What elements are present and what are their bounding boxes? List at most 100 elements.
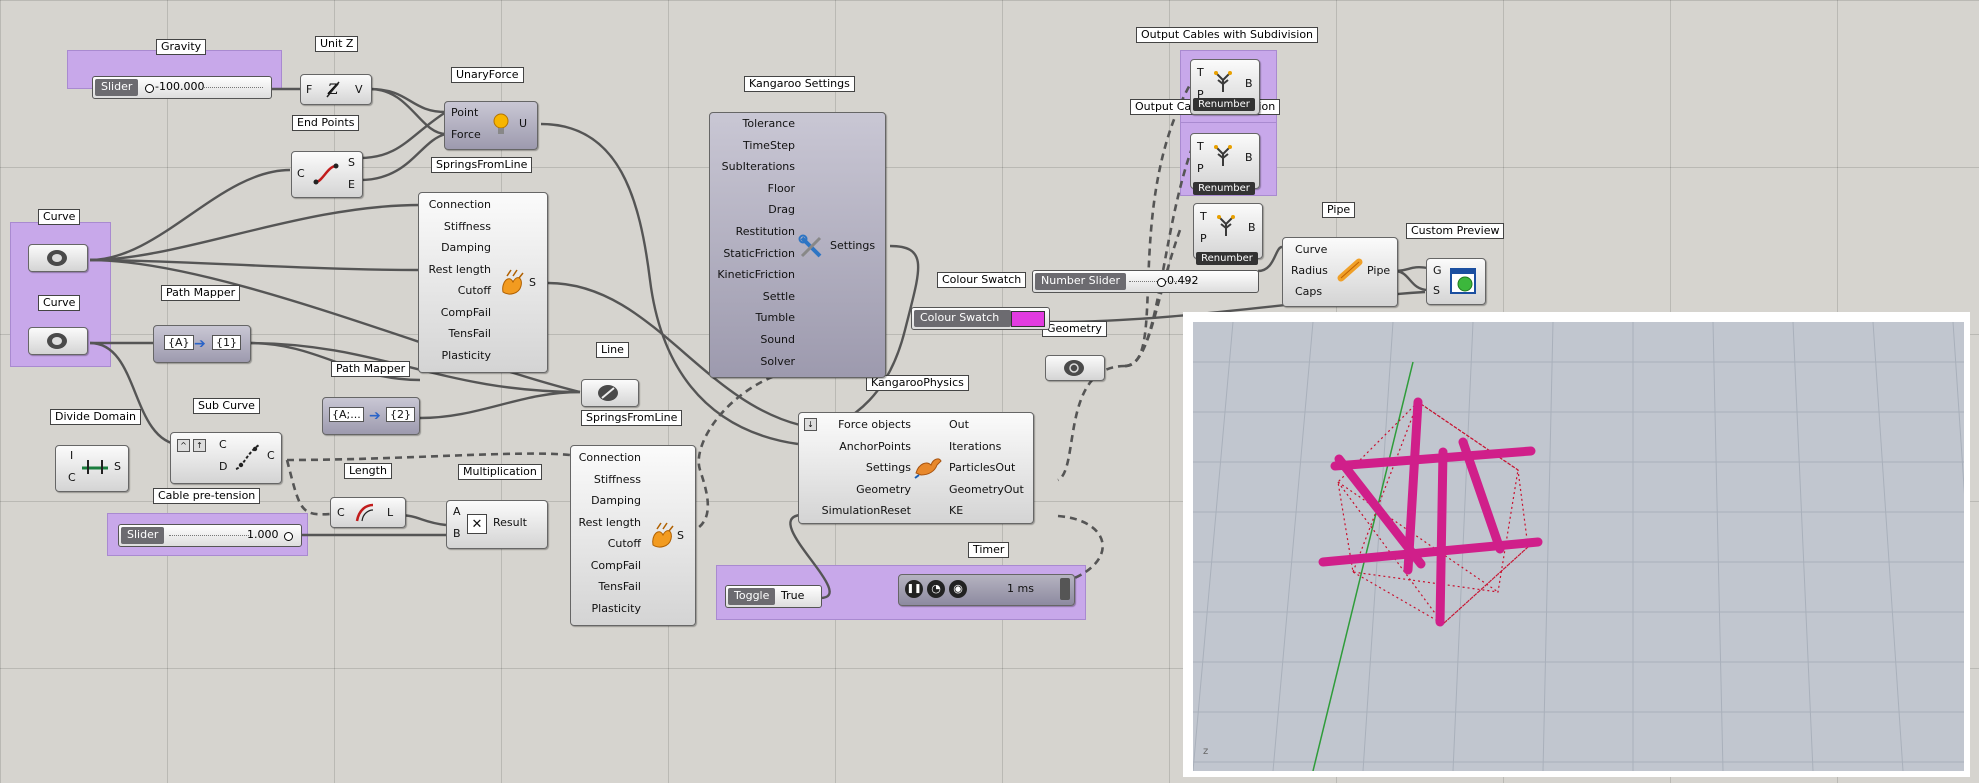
gravity-slider-track[interactable] bbox=[203, 87, 263, 88]
divide-domain-output[interactable]: S bbox=[114, 460, 121, 473]
renumber-2[interactable]: T P B Renumber bbox=[1190, 133, 1260, 195]
renumber1-output[interactable]: B bbox=[1245, 77, 1253, 90]
kangaroo-settings-input-0[interactable]: Tolerance bbox=[742, 117, 795, 130]
renumber-1[interactable]: T P B Renumber bbox=[1190, 59, 1260, 115]
renumber3-input-t[interactable]: T bbox=[1200, 210, 1207, 223]
kangaroo-settings-input-2[interactable]: SubIterations bbox=[721, 160, 795, 174]
kangaroo-settings-input-7[interactable]: KineticFriction bbox=[717, 268, 795, 282]
pipe-input-caps[interactable]: Caps bbox=[1295, 285, 1323, 298]
length-output[interactable]: L bbox=[387, 506, 394, 519]
number-slider-knob[interactable] bbox=[1157, 278, 1166, 287]
springs1-input-2[interactable]: Damping bbox=[441, 241, 491, 254]
kangaroo-settings-input-1[interactable]: TimeStep bbox=[743, 138, 795, 152]
unary-force-input-force[interactable]: Force bbox=[451, 128, 481, 141]
springs2-input-7[interactable]: Plasticity bbox=[591, 601, 641, 615]
gravity-slider-knob[interactable] bbox=[145, 84, 154, 93]
divide-domain-input-i[interactable]: I bbox=[70, 449, 74, 462]
kangaroo-settings-input-4[interactable]: Drag bbox=[768, 203, 795, 217]
end-points-component[interactable]: C S E bbox=[291, 151, 363, 198]
renumber2-input-p[interactable]: P bbox=[1197, 162, 1204, 175]
end-points-output-e[interactable]: E bbox=[348, 178, 355, 191]
multiplication-input-b[interactable]: B bbox=[453, 527, 461, 540]
springs1-input-0[interactable]: Connection bbox=[428, 198, 491, 211]
pipe-input-curve[interactable]: Curve bbox=[1295, 243, 1328, 256]
timer-icon[interactable]: ◔ bbox=[927, 580, 945, 598]
kangaroo-physics-input-0[interactable]: Force objects bbox=[838, 418, 911, 431]
springs2-input-6[interactable]: TensFail bbox=[598, 580, 642, 593]
kangaroo-physics-output-4[interactable]: KE bbox=[949, 504, 964, 517]
springs1-input-1[interactable]: Stiffness bbox=[443, 219, 491, 233]
kangaroo-physics-output-1[interactable]: Iterations bbox=[949, 439, 1002, 453]
springs1-input-3[interactable]: Rest length bbox=[428, 262, 491, 276]
pipe-input-radius[interactable]: Radius bbox=[1291, 264, 1328, 277]
sub-curve-component[interactable]: ^ ↑ C D C bbox=[170, 432, 282, 484]
sub-curve-output[interactable]: C bbox=[267, 449, 275, 462]
springs1-input-7[interactable]: Plasticity bbox=[441, 348, 491, 362]
renumber3-output[interactable]: B bbox=[1248, 221, 1256, 234]
kangaroo-physics-output-2[interactable]: ParticlesOut bbox=[949, 461, 1016, 474]
number-slider[interactable]: Number Slider 0.492 bbox=[1032, 270, 1259, 293]
timer-component[interactable]: ❚❚ ◔ ◉ 1 ms bbox=[898, 574, 1075, 606]
kangaroo-settings-input-5[interactable]: Restitution bbox=[735, 225, 795, 238]
pipe-component[interactable]: Curve Radius Caps Pipe bbox=[1282, 237, 1398, 307]
end-points-input[interactable]: C bbox=[297, 167, 305, 180]
divide-domain-component[interactable]: I C S bbox=[55, 445, 129, 492]
graft-icon[interactable]: ↑ bbox=[193, 439, 206, 452]
timer-handle[interactable] bbox=[1060, 578, 1070, 600]
kangaroo-physics-output-0[interactable]: Out bbox=[949, 418, 969, 431]
renumber1-input-t[interactable]: T bbox=[1197, 66, 1204, 79]
kangaroo-physics-input-3[interactable]: Geometry bbox=[856, 482, 911, 496]
kangaroo-settings-input-10[interactable]: Sound bbox=[760, 333, 795, 346]
pause-icon[interactable]: ❚❚ bbox=[905, 580, 923, 598]
reparameterize-icon[interactable]: ↓ bbox=[804, 418, 817, 431]
preview-input-g[interactable]: G bbox=[1433, 264, 1442, 277]
renumber2-output[interactable]: B bbox=[1245, 151, 1253, 164]
colour-swatch-box[interactable] bbox=[1011, 311, 1045, 327]
sub-curve-input-c[interactable]: C bbox=[219, 438, 227, 451]
toggle-value[interactable]: True bbox=[781, 589, 805, 602]
line-param[interactable] bbox=[581, 379, 639, 407]
springs2-input-4[interactable]: Cutoff bbox=[607, 537, 641, 550]
kangaroo-settings-input-9[interactable]: Tumble bbox=[755, 311, 795, 325]
custom-preview-component[interactable]: G S bbox=[1426, 258, 1486, 305]
unit-z-output[interactable]: V bbox=[355, 83, 363, 96]
end-points-output-s[interactable]: S bbox=[348, 156, 355, 169]
renumber2-input-t[interactable]: T bbox=[1197, 140, 1204, 153]
unit-z-input[interactable]: F bbox=[306, 83, 313, 96]
pretension-slider-track[interactable] bbox=[169, 535, 249, 536]
renumber1-input-p[interactable]: P bbox=[1197, 88, 1204, 101]
curve-param-2[interactable] bbox=[28, 327, 88, 355]
rhino-viewport[interactable]: z bbox=[1183, 312, 1970, 777]
pretension-slider-knob[interactable] bbox=[284, 532, 293, 541]
unary-force-output[interactable]: U bbox=[519, 117, 528, 130]
curve-param-1[interactable] bbox=[28, 244, 88, 272]
kangaroo-settings-input-6[interactable]: StaticFriction bbox=[723, 246, 795, 260]
path-mapper-1[interactable]: {A} ➔ {1} bbox=[153, 325, 251, 363]
unary-force-input-point[interactable]: Point bbox=[451, 106, 479, 119]
springs1-input-5[interactable]: CompFail bbox=[440, 305, 491, 319]
viewport-perspective[interactable]: z bbox=[1193, 322, 1964, 771]
record-icon[interactable]: ◉ bbox=[949, 580, 967, 598]
sub-curve-input-d[interactable]: D bbox=[219, 460, 228, 473]
pretension-slider[interactable]: Slider 1.000 bbox=[118, 524, 302, 547]
renumber-3[interactable]: T P B Renumber bbox=[1193, 203, 1263, 265]
springs2-input-3[interactable]: Rest length bbox=[578, 515, 641, 529]
preview-input-s[interactable]: S bbox=[1433, 284, 1440, 297]
kangaroo-settings-input-3[interactable]: Floor bbox=[767, 181, 795, 195]
unit-z-component[interactable]: F Z V bbox=[300, 74, 372, 105]
springs2-input-1[interactable]: Stiffness bbox=[593, 472, 641, 486]
kangaroo-physics-input-2[interactable]: Settings bbox=[865, 461, 911, 474]
springs2-output[interactable]: S bbox=[677, 529, 684, 542]
geometry-param[interactable] bbox=[1045, 355, 1105, 381]
colour-swatch[interactable]: Colour Swatch bbox=[911, 307, 1050, 330]
kangaroo-physics-input-4[interactable]: SimulationReset bbox=[821, 504, 911, 517]
multiplication-output[interactable]: Result bbox=[493, 516, 527, 529]
divide-domain-input-c[interactable]: C bbox=[68, 471, 76, 484]
springs1-output[interactable]: S bbox=[529, 276, 536, 289]
multiplication-input-a[interactable]: A bbox=[453, 505, 461, 518]
path-mapper-2[interactable]: {A;... ➔ {2} bbox=[322, 397, 420, 435]
gravity-slider[interactable]: Slider -100.000 bbox=[92, 76, 272, 99]
